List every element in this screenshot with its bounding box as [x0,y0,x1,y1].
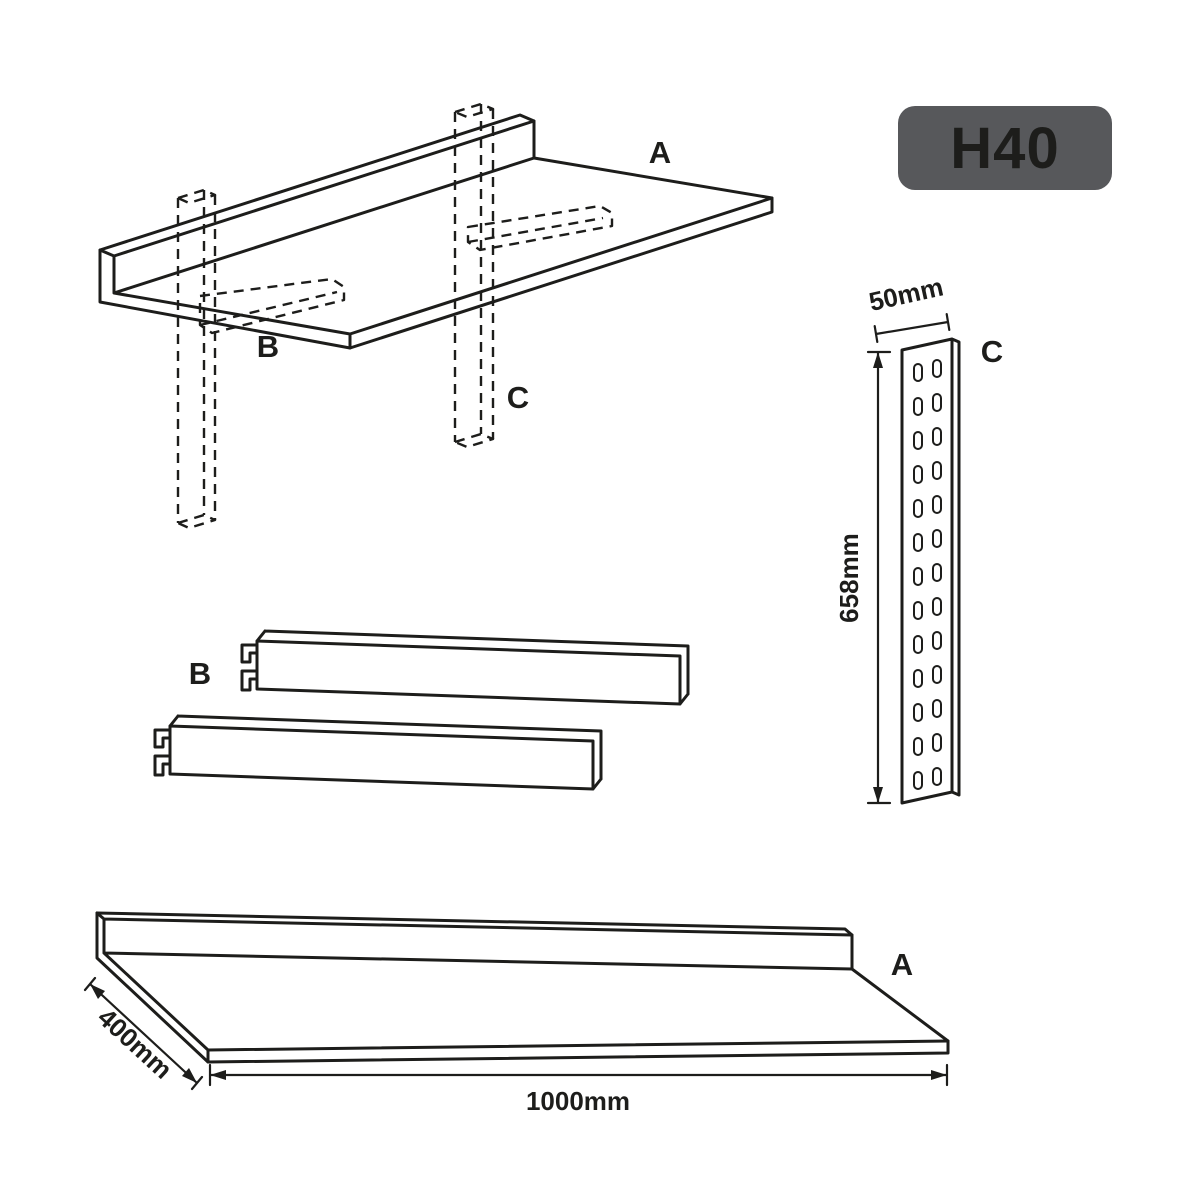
rail-width-dimension: 50mm [866,271,951,343]
bracket-1 [240,629,690,706]
assembly-view: A B C [98,102,774,530]
brackets-detail-label: B [189,656,211,691]
shelf-width-dimension: 1000mm [208,1063,949,1116]
shelf-edges [95,911,950,1064]
bracket-2 [153,714,603,791]
bracket-dashed-left [198,277,346,335]
shelf-depth-dimension: 400mm [83,976,204,1091]
slot-row [913,597,942,620]
rail-outline [900,337,961,805]
rail-height-value: 658mm [834,533,864,623]
wall-rail-dashed-right [453,102,495,449]
slot-row [913,461,942,484]
slot-row [913,733,942,756]
assembly-label-b: B [257,329,279,364]
slot-row [913,767,942,790]
shelf-detail-label: A [891,947,913,982]
slot-row [913,529,942,552]
slot-row [913,393,942,416]
slot-row [913,427,942,450]
slot-row [913,495,942,518]
assembly-label-a: A [649,135,671,170]
h40-badge: H40 [898,106,1112,190]
rail-width-value: 50mm [866,271,946,317]
rail-slots [913,359,942,790]
badge-background [898,106,1112,190]
wall-rail-dashed-left [176,188,217,530]
assembly-label-c: C [507,380,529,415]
bracket-dashed-right [466,204,614,252]
rail-detail-label: C [981,334,1003,369]
shelf-depth-value: 400mm [92,1002,178,1085]
shelf-detail-view: 400mm 1000mm A [83,911,950,1116]
slot-row [913,631,942,654]
slot-row [913,359,942,382]
rail-height-dimension: 658mm [834,350,892,805]
brackets-detail-view: B [153,629,690,791]
slot-row [913,563,942,586]
badge-label: H40 [950,116,1059,181]
slot-row [913,665,942,688]
assembly-shelf-edges [98,119,774,350]
rail-detail-view: 50mm 658mm C [834,271,1003,805]
shelf-width-value: 1000mm [526,1086,630,1116]
slot-row [913,699,942,722]
